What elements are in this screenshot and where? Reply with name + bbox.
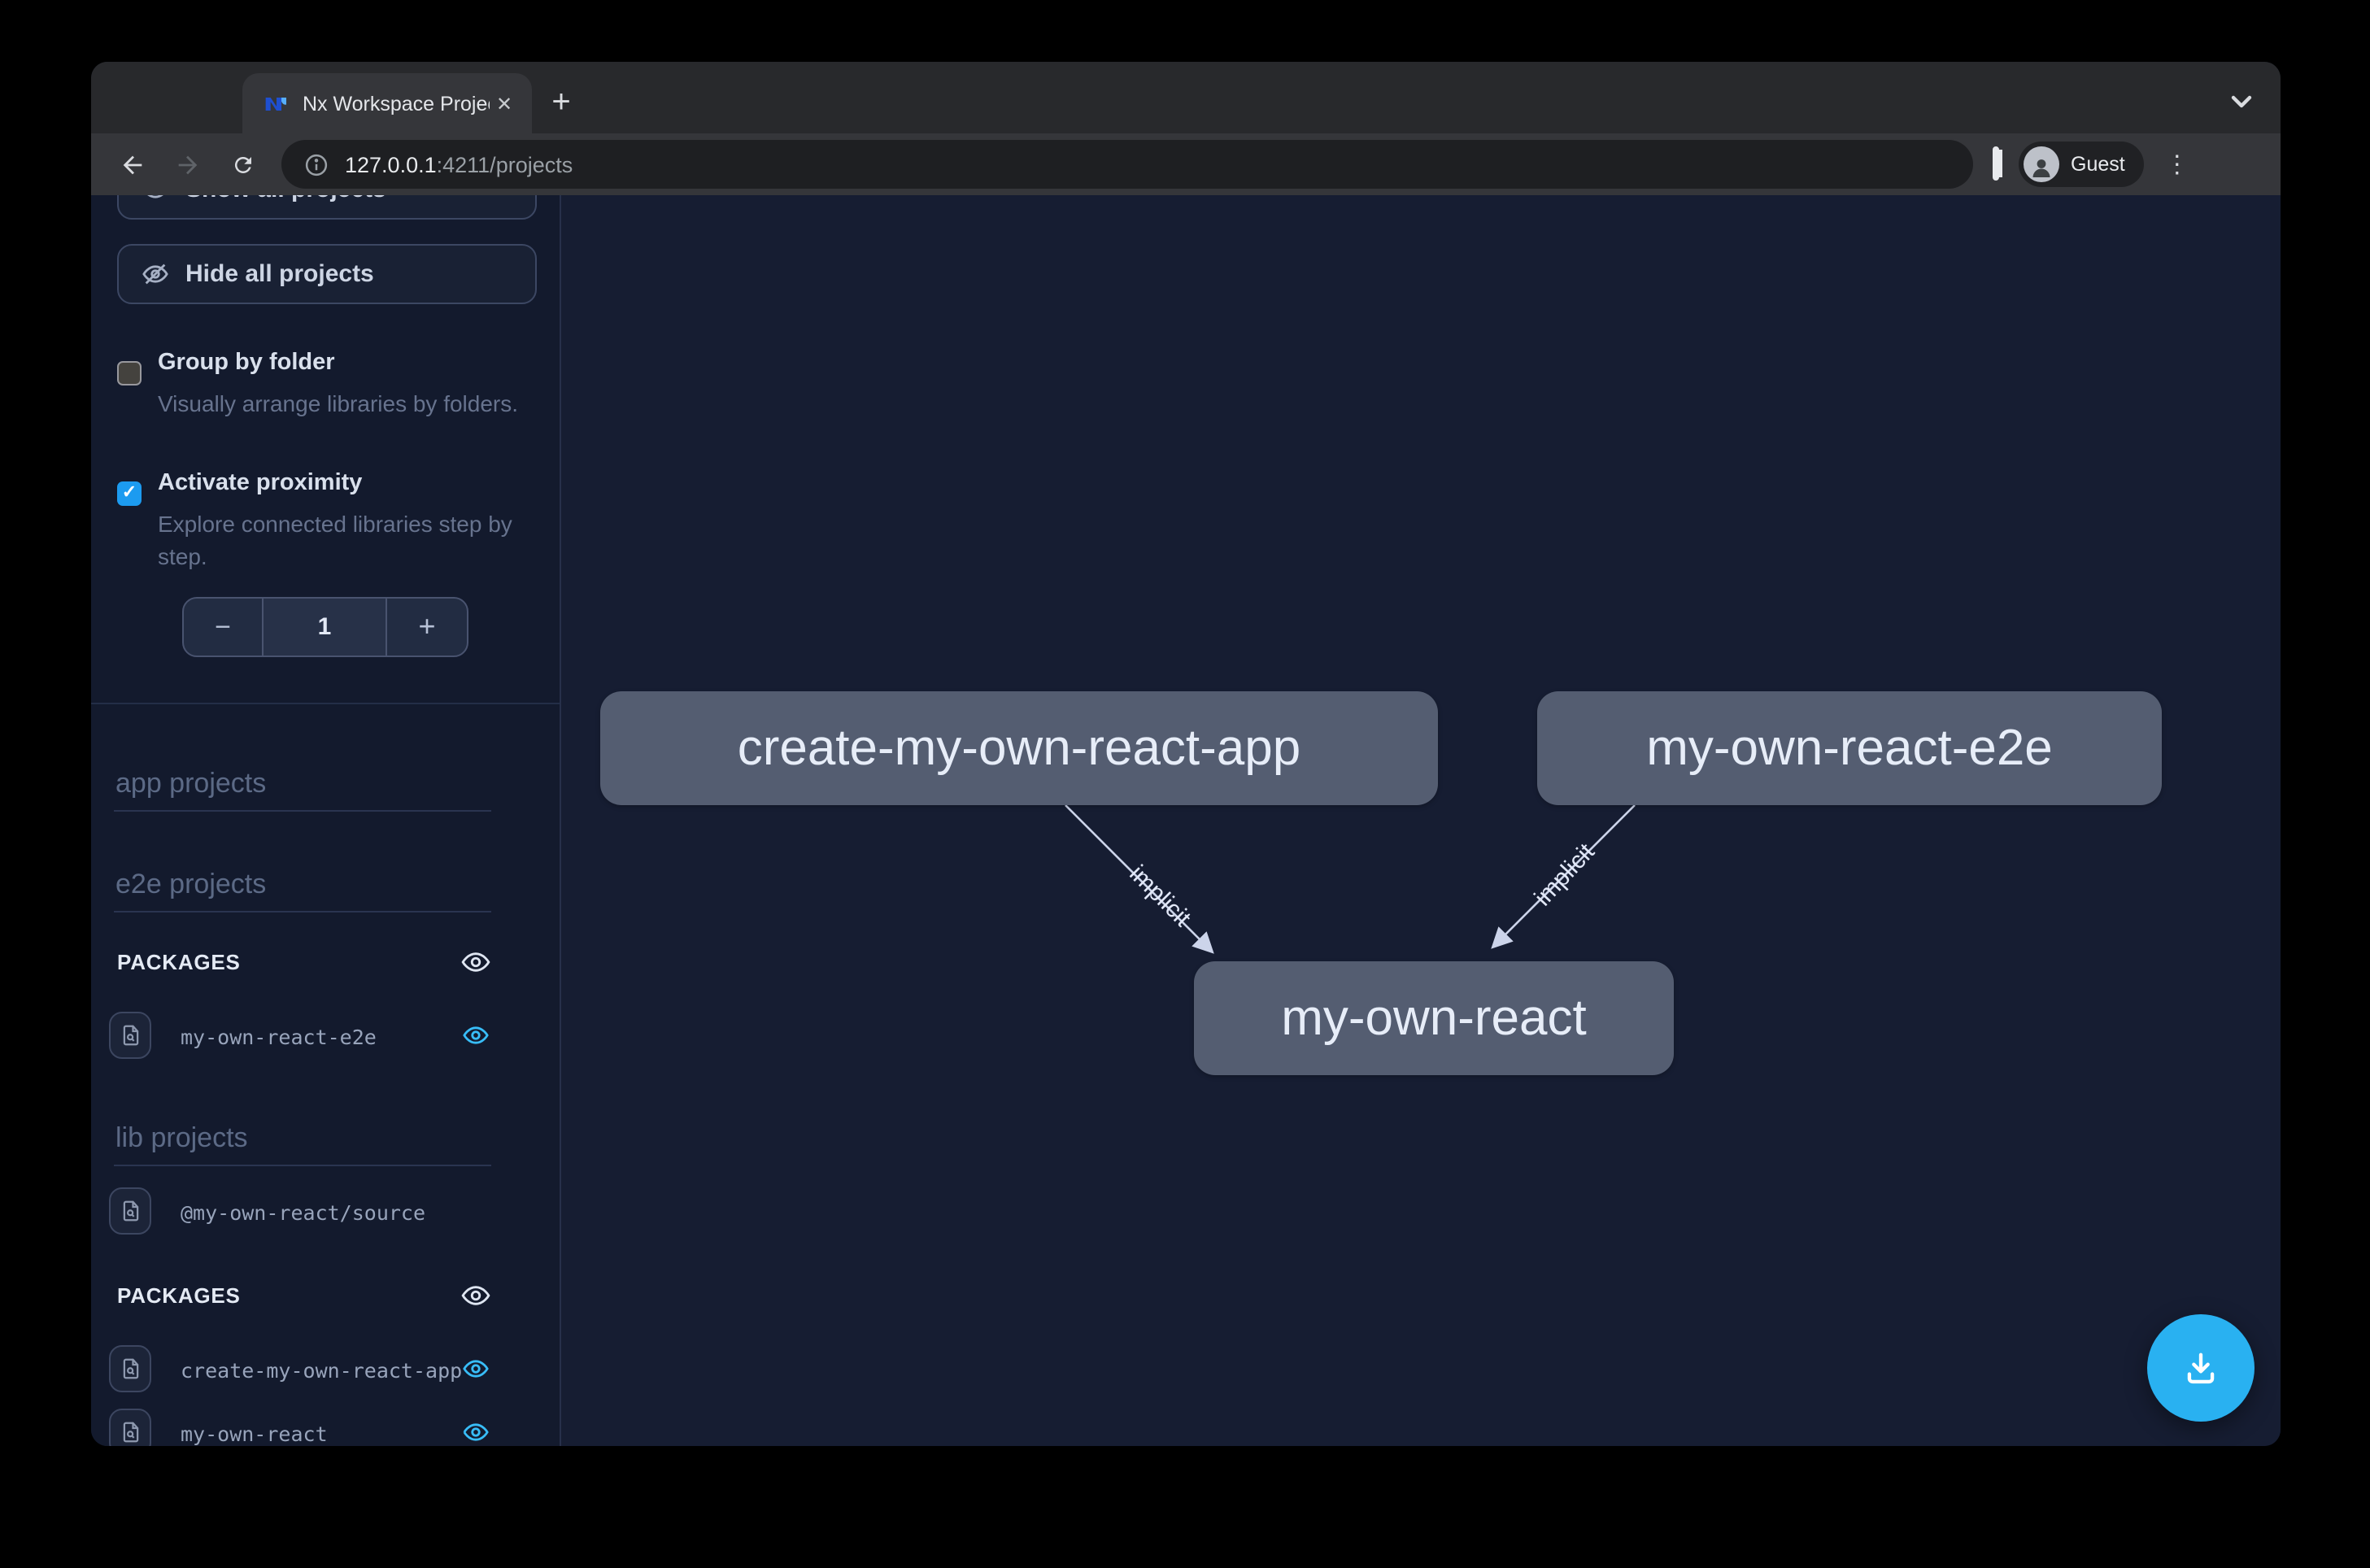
proximity-depth-value[interactable]: 1 (262, 599, 387, 656)
project-graph-canvas[interactable]: implicit implicit create-my-own-react-ap… (561, 195, 2281, 1446)
url-bar[interactable]: 127.0.0.1:4211/projects (281, 140, 1973, 189)
settings-sidebar: Show all projects Hide all projects Grou… (91, 195, 561, 1446)
project-name: my-own-react-e2e (181, 1025, 377, 1049)
project-visibility-eye-icon[interactable] (462, 1355, 490, 1383)
download-icon (2180, 1347, 2222, 1389)
url-text: 127.0.0.1:4211/projects (345, 152, 573, 176)
toggle-all-lib-packages-eye-icon[interactable] (460, 1280, 491, 1311)
project-visibility-eye-icon[interactable] (462, 1418, 490, 1446)
project-visibility-eye-icon[interactable] (462, 1021, 490, 1049)
increment-button[interactable]: + (418, 610, 436, 642)
lib-projects-header: lib projects (115, 1122, 248, 1153)
file-search-icon[interactable] (109, 1409, 151, 1446)
project-name: @my-own-react/source (181, 1200, 426, 1225)
hide-all-projects-label: Hide all projects (185, 260, 374, 288)
file-search-icon[interactable] (109, 1012, 151, 1059)
tab-search-chevron-icon[interactable] (2222, 81, 2261, 120)
lib-packages-header: PACKAGES (117, 1283, 241, 1308)
side-panel-icon (1993, 146, 1999, 181)
sidebar-divider (91, 703, 560, 704)
avatar-icon (2024, 146, 2059, 182)
show-all-projects-label: Show all projects (185, 195, 386, 203)
section-rule (114, 1165, 491, 1166)
toggle-all-e2e-packages-eye-icon[interactable] (460, 947, 491, 978)
browser-toolbar: 127.0.0.1:4211/projects Guest ⋮ (91, 133, 2281, 195)
project-name: my-own-react (181, 1422, 328, 1446)
activate-proximity-checkbox[interactable]: ✓ (117, 481, 142, 506)
project-name: create-my-own-react-app (181, 1358, 463, 1383)
browser-window: Nx Workspace Project Graph ✕ + (91, 62, 2281, 1446)
dependency-edges (1065, 804, 1636, 954)
activate-proximity-description: Explore connected libraries step by step… (158, 511, 512, 569)
group-by-folder-checkbox[interactable] (117, 361, 142, 385)
section-rule (114, 911, 491, 912)
graph-node-my-own-react[interactable]: my-own-react (1194, 961, 1674, 1075)
check-icon: ✓ (121, 483, 137, 503)
nx-graph-app: Show all projects Hide all projects Grou… (91, 195, 2281, 1446)
group-by-folder-label: Group by folder (158, 350, 335, 376)
graph-node-my-own-react-e2e[interactable]: my-own-react-e2e (1537, 691, 2162, 805)
tab-close-icon[interactable]: ✕ (495, 92, 513, 115)
eye-icon (142, 195, 169, 203)
download-image-button[interactable] (2147, 1314, 2255, 1422)
tab-strip: Nx Workspace Project Graph ✕ + (91, 62, 2281, 133)
section-rule (114, 810, 491, 812)
proximity-depth-stepper: − 1 + (182, 597, 468, 657)
side-panel-button[interactable] (1993, 146, 1999, 181)
nx-logo-icon (264, 90, 290, 116)
profile-label: Guest (2071, 153, 2125, 176)
app-projects-header: app projects (115, 768, 267, 799)
show-all-projects-button[interactable]: Show all projects (117, 195, 537, 220)
site-info-icon[interactable] (304, 152, 329, 176)
tab-nx-workspace[interactable]: Nx Workspace Project Graph ✕ (242, 73, 532, 133)
activate-proximity-label: Activate proximity (158, 470, 363, 496)
back-button[interactable] (109, 142, 155, 187)
new-tab-button[interactable]: + (551, 84, 571, 120)
graph-node-create-my-own-react-app[interactable]: create-my-own-react-app (600, 691, 1438, 805)
file-search-icon[interactable] (109, 1345, 151, 1392)
e2e-projects-header: e2e projects (115, 869, 267, 899)
tab-title: Nx Workspace Project Graph (303, 92, 490, 115)
e2e-packages-header: PACKAGES (117, 950, 241, 974)
reload-button[interactable] (220, 142, 265, 187)
file-search-icon[interactable] (109, 1187, 151, 1235)
profile-button[interactable]: Guest (2019, 142, 2145, 187)
eye-off-icon (142, 260, 169, 288)
forward-button[interactable] (164, 142, 210, 187)
browser-menu-icon[interactable]: ⋮ (2164, 151, 2189, 179)
group-by-folder-description: Visually arrange libraries by folders. (158, 390, 519, 416)
decrement-button[interactable]: − (215, 611, 231, 642)
hide-all-projects-button[interactable]: Hide all projects (117, 244, 537, 304)
